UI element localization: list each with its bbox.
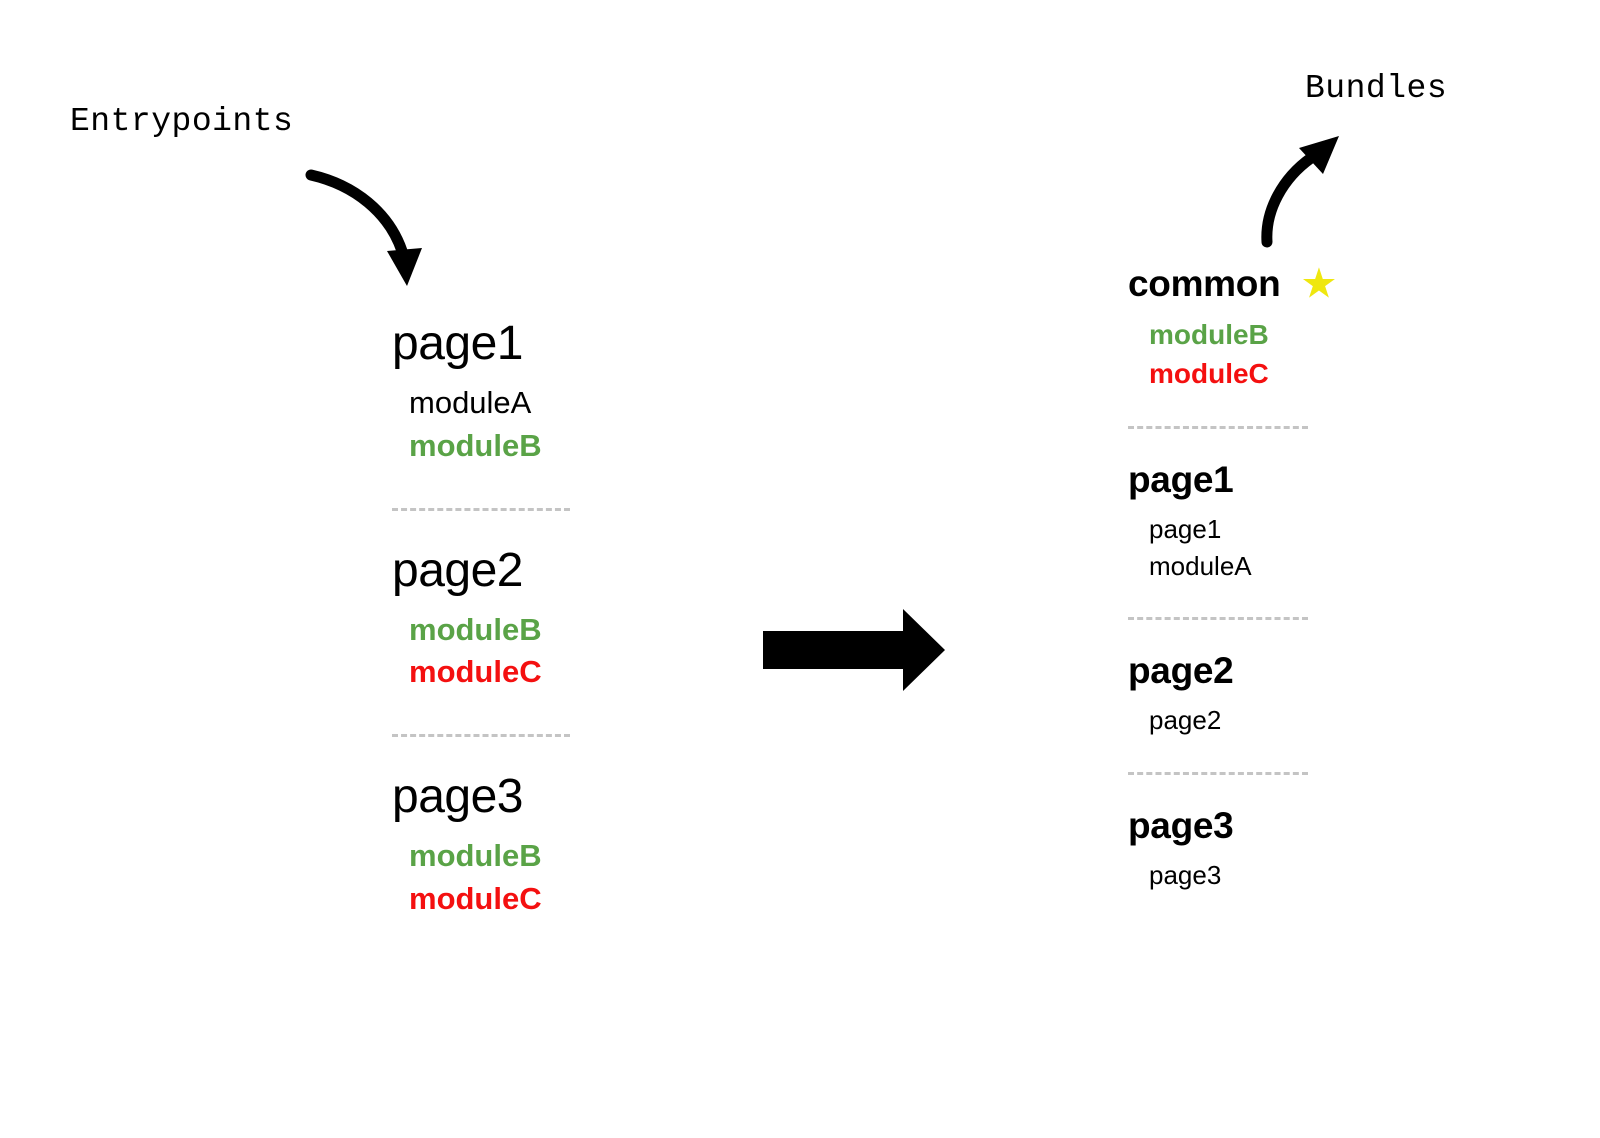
bundles-column: common ★ moduleB moduleC page1 page1 mod… bbox=[1128, 265, 1428, 893]
bundle-group: page1 page1 moduleA bbox=[1128, 461, 1428, 584]
group-separator bbox=[1128, 426, 1308, 430]
separator-wrap bbox=[392, 468, 692, 547]
module-item: moduleB bbox=[1149, 319, 1269, 350]
entrypoint-group: page1 moduleA moduleB bbox=[392, 320, 692, 468]
entrypoints-label: Entrypoints bbox=[70, 103, 294, 140]
group-separator bbox=[392, 507, 570, 511]
star-icon: ★ bbox=[1302, 263, 1336, 304]
bundle-group: page3 page3 bbox=[1128, 807, 1428, 893]
entrypoint-module-list: moduleA moduleB bbox=[409, 382, 692, 468]
entrypoint-title: page2 bbox=[392, 543, 523, 597]
bundle-title-row: common ★ bbox=[1128, 265, 1428, 302]
bundle-module-list: page3 bbox=[1149, 857, 1428, 893]
module-item: page3 bbox=[1149, 859, 1222, 890]
separator-wrap bbox=[1128, 584, 1428, 652]
entrypoints-curved-arrow-icon bbox=[305, 169, 422, 286]
module-item: page1 bbox=[1149, 514, 1222, 545]
module-item: moduleC bbox=[409, 880, 542, 916]
bundle-module-list: page1 moduleA bbox=[1149, 511, 1428, 584]
module-item: moduleC bbox=[1149, 358, 1269, 390]
module-item: moduleA bbox=[1149, 550, 1252, 581]
module-item: moduleB bbox=[409, 838, 542, 874]
bundles-curved-arrow-icon bbox=[1261, 136, 1339, 248]
separator-wrap bbox=[392, 694, 692, 773]
bundle-group: common ★ moduleB moduleC bbox=[1128, 265, 1428, 393]
bundle-title-row: page3 bbox=[1128, 807, 1428, 844]
transform-arrow-icon bbox=[763, 609, 945, 691]
module-item: page2 bbox=[1149, 705, 1222, 736]
entrypoint-group: page3 moduleB moduleC bbox=[392, 773, 692, 921]
module-item: moduleB bbox=[409, 611, 542, 647]
entrypoint-module-list: moduleB moduleC bbox=[409, 609, 692, 695]
entrypoint-group: page2 moduleB moduleC bbox=[392, 543, 692, 695]
separator-wrap bbox=[1128, 739, 1428, 807]
bundle-module-list: page2 bbox=[1149, 702, 1428, 738]
bundle-title-row: page2 bbox=[1128, 652, 1428, 689]
bundle-title-row: page1 bbox=[1128, 461, 1428, 498]
entrypoints-column: page1 moduleA moduleB page2 moduleB modu… bbox=[392, 320, 692, 921]
entrypoint-title: page3 bbox=[392, 770, 523, 824]
bundles-label: Bundles bbox=[1305, 70, 1448, 107]
bundle-title: page2 bbox=[1128, 650, 1234, 692]
bundle-group: page2 page2 bbox=[1128, 652, 1428, 738]
group-separator bbox=[1128, 617, 1308, 621]
entrypoint-module-list: moduleB moduleC bbox=[409, 835, 692, 921]
bundle-module-list: moduleB moduleC bbox=[1149, 315, 1428, 393]
module-item: moduleA bbox=[409, 385, 532, 420]
bundle-title: page3 bbox=[1128, 804, 1234, 846]
module-item: moduleB bbox=[409, 427, 542, 463]
bundle-title: page1 bbox=[1128, 459, 1234, 501]
separator-wrap bbox=[1128, 393, 1428, 461]
module-item: moduleC bbox=[409, 654, 542, 690]
entrypoint-title: page1 bbox=[392, 317, 523, 370]
bundle-title: common bbox=[1128, 263, 1281, 304]
group-separator bbox=[1128, 771, 1308, 775]
group-separator bbox=[392, 734, 570, 738]
